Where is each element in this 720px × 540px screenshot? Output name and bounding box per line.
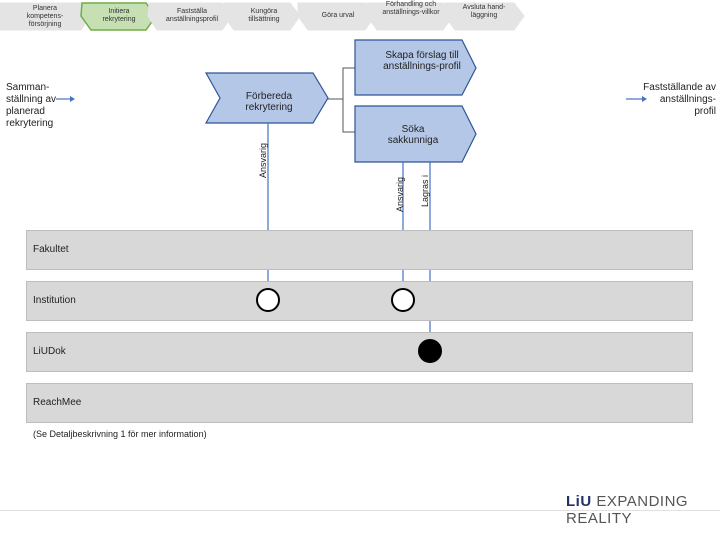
lane-institution: Institution <box>26 281 693 321</box>
step-label-6: Förhandling och anställnings-villkor <box>382 1 440 16</box>
lane-label-faculty: Fakultet <box>33 244 69 255</box>
step-label-4: Kungöra tillsättning <box>248 8 280 23</box>
bracket-connector <box>342 67 362 133</box>
task-propose-label: Skapa förslag till anställnings-profil <box>383 50 461 72</box>
responsible-marker-1 <box>256 288 280 312</box>
task-prepare-shape[interactable] <box>204 72 329 124</box>
lane-label-liudok: LiUDok <box>33 346 66 357</box>
step-label-1: Planera kompetens-försörjning <box>26 5 64 28</box>
task-propose-shape[interactable] <box>354 39 477 96</box>
task-prepare-label: Förbereda rekrytering <box>245 91 293 113</box>
detail-note: (Se Detaljbeskrivning 1 för mer informat… <box>33 429 207 439</box>
task-search-shape[interactable] <box>354 105 477 163</box>
liu-logo: LiU EXPANDING REALITY <box>566 493 720 527</box>
footer-divider <box>0 510 720 511</box>
step-chevron-3[interactable] <box>147 2 233 31</box>
step-label-7: Avsluta hand-läggning <box>462 4 506 19</box>
lane-label-reachmee: ReachMee <box>33 397 82 408</box>
stored-in-marker <box>418 339 442 363</box>
input-text: Samman-ställning av planerad rekrytering <box>6 82 57 129</box>
task-search-label: Söka sakkunniga <box>387 124 439 146</box>
step-chevron-2[interactable] <box>80 2 157 31</box>
input-arrowhead <box>70 96 75 102</box>
liu-logo-mark: LiU <box>566 493 592 510</box>
step-chevron-4[interactable] <box>223 2 301 31</box>
lane-label-institution: Institution <box>33 295 76 306</box>
step-chevron-5[interactable] <box>297 2 376 31</box>
lane-liudok: LiUDok <box>26 332 693 372</box>
lane-faculty: Fakultet <box>26 230 693 270</box>
step-label-3: Fastställa anställningsprofil <box>165 8 219 23</box>
step-label-2: Initiera rekrytering <box>102 8 136 23</box>
responsible-marker-2 <box>391 288 415 312</box>
step-chevron-7[interactable] <box>444 2 525 31</box>
brand-tagline: EXPANDING REALITY <box>566 493 689 527</box>
output-text: Fastställande av anställnings-profil <box>643 82 716 117</box>
lane-reachmee: ReachMee <box>26 383 693 423</box>
output-arrowhead <box>642 96 647 102</box>
step-label-5: Göra urval <box>321 12 355 19</box>
step-chevron-6[interactable] <box>366 2 454 31</box>
